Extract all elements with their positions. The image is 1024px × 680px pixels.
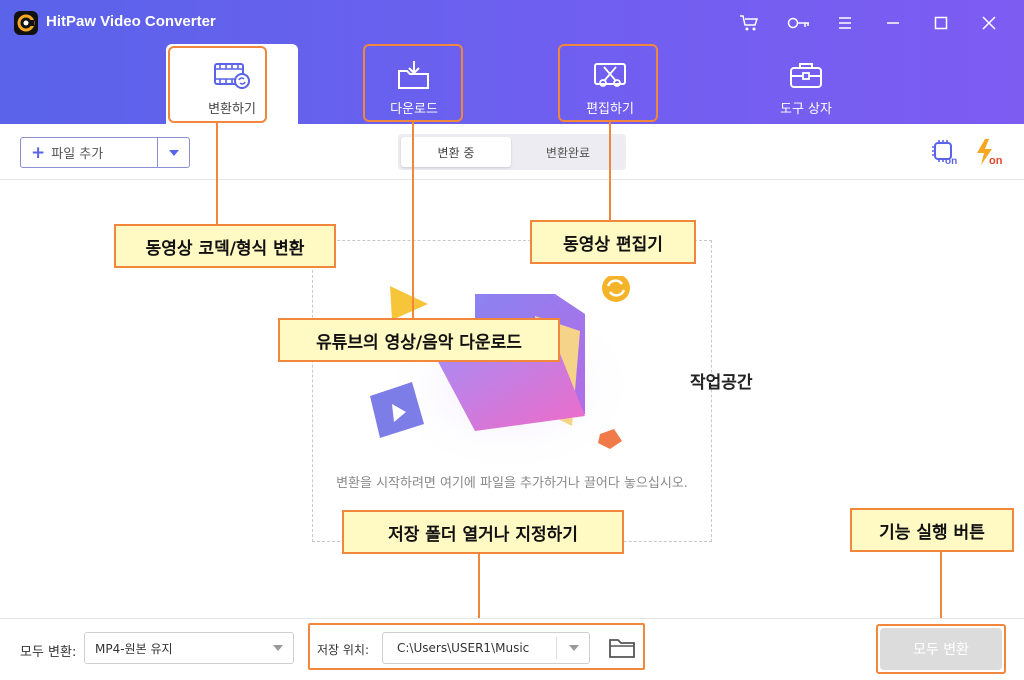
highlight-convert [168, 46, 267, 123]
callout-edit: 동영상 편집기 [530, 220, 696, 264]
seg-done[interactable]: 변환완료 [545, 145, 591, 160]
chevron-down-icon [273, 645, 283, 651]
app-logo-icon [14, 11, 38, 35]
tab-edit[interactable]: 편집하기 [544, 44, 676, 124]
tab-label: 변환하기 [208, 102, 256, 117]
add-file-main[interactable]: + 파일 추가 [21, 138, 157, 167]
tab-convert[interactable]: 변환하기 [166, 44, 298, 124]
tab-download[interactable]: 다운로드 [348, 44, 480, 124]
select-divider [556, 637, 557, 659]
open-folder-icon[interactable] [608, 636, 636, 660]
app-title: HitPaw Video Converter [46, 13, 216, 30]
add-file-button[interactable]: + 파일 추가 [20, 137, 190, 168]
download-folder-icon [394, 58, 434, 92]
lightning-speed-icon[interactable]: on [974, 138, 1006, 167]
highlight-convert-all [876, 624, 1006, 674]
callout-run: 기능 실행 버튼 [850, 508, 1014, 552]
film-convert-icon [212, 58, 252, 92]
key-icon[interactable] [786, 12, 812, 34]
highlight-download [363, 44, 463, 122]
hardware-accel-icon[interactable]: on [930, 138, 960, 167]
folder-illustration-icon [370, 276, 640, 476]
status-segmented-control: 변환 중 변환완료 [398, 134, 626, 170]
highlight-save-location [308, 623, 645, 670]
chevron-down-icon [569, 645, 579, 651]
close-icon[interactable] [978, 12, 1000, 34]
connector-line [478, 554, 480, 622]
output-format-select[interactable]: MP4-원본 유지 [84, 632, 294, 664]
convert-all-format-label: 모두 변환: [20, 645, 77, 660]
drop-hint: 변환을 시작하려면 여기에 파일을 추가하거나 끌어다 놓으십시오. [336, 476, 688, 491]
maximize-icon[interactable] [930, 12, 952, 34]
connector-line [412, 122, 414, 318]
edit-scissors-icon [590, 58, 630, 92]
menu-icon[interactable] [834, 12, 856, 34]
tab-toolbox[interactable]: 도구 상자 [740, 44, 872, 124]
add-file-label: 파일 추가 [51, 147, 104, 162]
toolbox-icon [786, 58, 826, 92]
connector-line [940, 552, 942, 622]
svg-text:on: on [989, 155, 1003, 166]
save-path-select[interactable]: C:\Users\USER1\Music [382, 632, 590, 664]
svg-text:on: on [945, 156, 957, 166]
plus-icon: + [31, 142, 46, 163]
connector-line [609, 122, 611, 220]
highlight-edit [558, 44, 658, 122]
connector-line [216, 123, 218, 224]
callout-convert: 동영상 코덱/형식 변환 [114, 224, 336, 268]
output-format-value: MP4-원본 유지 [95, 641, 173, 656]
save-path-value: C:\Users\USER1\Music [397, 641, 530, 655]
chevron-down-icon [168, 149, 179, 156]
tab-label: 편집하기 [586, 102, 634, 117]
convert-all-button[interactable]: 모두 변환 [880, 628, 1002, 670]
seg-converting[interactable]: 변환 중 [401, 137, 511, 167]
save-location-label: 저장 위치: [317, 643, 370, 657]
tab-label: 다운로드 [390, 102, 438, 117]
add-file-dropdown[interactable] [157, 138, 189, 167]
callout-save: 저장 폴더 열거나 지정하기 [342, 510, 624, 554]
callout-download: 유튜브의 영상/음악 다운로드 [278, 318, 560, 362]
toolbar: + 파일 추가 변환 중 변환완료 on on [0, 124, 1024, 180]
header: HitPaw Video Converter 변환하기 다운로드 [0, 0, 1024, 124]
title-bar: HitPaw Video Converter [0, 0, 1024, 44]
minimize-icon[interactable] [882, 12, 904, 34]
tab-label: 도구 상자 [780, 102, 832, 117]
workspace-label: 작업공간 [690, 373, 753, 393]
cart-icon[interactable] [738, 12, 760, 34]
